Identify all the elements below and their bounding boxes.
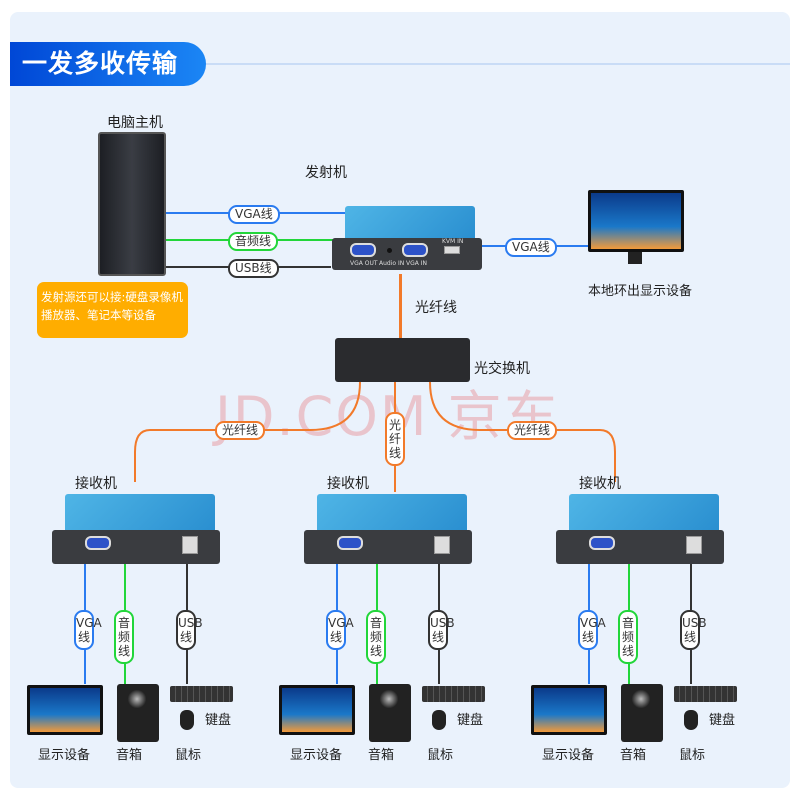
audio-in-port-label: Audio IN [379, 260, 405, 267]
usb-cable-label: USB线 [176, 610, 203, 650]
mouse-icon [180, 710, 194, 730]
fiber-link-3 [429, 381, 616, 482]
fiber-cable [399, 274, 402, 340]
usb-port [182, 536, 198, 554]
diagram: 一发多收传输 JD.COM 京东 电脑主机 发射源还可以接:硬盘录像机播放器、笔… [10, 12, 790, 788]
vga-out-port-label: VGA OUT [350, 260, 378, 267]
pc-tower-icon [98, 132, 166, 276]
fiber-switch-device [335, 338, 470, 382]
speaker-cone [378, 688, 400, 710]
vga-cable-label: VGA线 [326, 610, 354, 650]
transmitter-label: 发射机 [305, 165, 347, 181]
display-label: 显示设备 [542, 748, 595, 763]
source-note: 发射源还可以接:硬盘录像机播放器、笔记本等设备 [37, 282, 188, 338]
usb-port [434, 536, 450, 554]
audio-in-port [387, 248, 392, 253]
mouse-icon [432, 710, 446, 730]
audio-cable-label: 音频线 [618, 610, 638, 664]
keyboard-icon [674, 686, 737, 702]
audio-cable-label: 音频线 [114, 610, 134, 664]
vga-cable-label: VGA线 [578, 610, 606, 650]
speaker-label: 音箱 [116, 748, 143, 763]
vga-in-port-label: VGA IN [406, 260, 428, 267]
display-icon [531, 685, 607, 735]
vga-port [337, 536, 363, 550]
receiver-label: 接收机 [327, 476, 369, 492]
usb-port [444, 246, 460, 254]
usb-cable-label: USB线 [428, 610, 455, 650]
usb-port [686, 536, 702, 554]
section-title: 一发多收传输 [10, 42, 206, 86]
kvm-in-port-label: KVM IN [442, 238, 464, 245]
pc-label: 电脑主机 [107, 115, 163, 131]
transmitter-device: VGA OUT Audio IN VGA IN KVM IN [332, 238, 482, 270]
keyboard-label: 键盘 [205, 713, 232, 728]
vga-out-port [350, 243, 376, 257]
loop-vga-label: VGA线 [505, 238, 557, 257]
fiber-link-label-1: 光纤线 [215, 421, 266, 440]
receiver-top [65, 494, 215, 530]
mouse-label: 鼠标 [679, 748, 706, 763]
fiber-link-label-2: 光纤线 [385, 412, 405, 466]
keyboard-icon [170, 686, 233, 702]
keyboard-icon [422, 686, 485, 702]
local-monitor-label: 本地环出显示设备 [588, 284, 693, 299]
audio-cable-label: 音频线 [228, 232, 279, 251]
display-icon [279, 685, 355, 735]
fiber-link-label-3: 光纤线 [507, 421, 558, 440]
vga-port [85, 536, 111, 550]
vga-port [589, 536, 615, 550]
display-label: 显示设备 [290, 748, 343, 763]
receiver-top [317, 494, 467, 530]
usb-cable-label: USB线 [228, 259, 279, 278]
speaker-cone [630, 688, 652, 710]
mouse-label: 鼠标 [427, 748, 454, 763]
keyboard-label: 键盘 [709, 713, 736, 728]
local-monitor-icon [588, 190, 684, 252]
speaker-label: 音箱 [620, 748, 647, 763]
display-icon [27, 685, 103, 735]
vga-in-port [402, 243, 428, 257]
display-label: 显示设备 [38, 748, 91, 763]
audio-cable-label: 音频线 [366, 610, 386, 664]
mouse-icon [684, 710, 698, 730]
fiber-links [134, 381, 616, 492]
speaker-cone [126, 688, 148, 710]
receiver-label: 接收机 [75, 476, 117, 492]
receiver-label: 接收机 [579, 476, 621, 492]
vga-cable-label: VGA线 [228, 205, 280, 224]
receiver-top [569, 494, 719, 530]
fiber-link-1 [134, 381, 361, 482]
mouse-label: 鼠标 [175, 748, 202, 763]
monitor-stand [628, 252, 642, 264]
fiber-label: 光纤线 [415, 300, 457, 316]
speaker-label: 音箱 [368, 748, 395, 763]
transmitter-top [345, 206, 475, 238]
keyboard-label: 键盘 [457, 713, 484, 728]
title-divider [206, 63, 790, 65]
usb-cable-label: USB线 [680, 610, 707, 650]
vga-cable-label: VGA线 [74, 610, 102, 650]
switch-label: 光交换机 [474, 361, 530, 377]
